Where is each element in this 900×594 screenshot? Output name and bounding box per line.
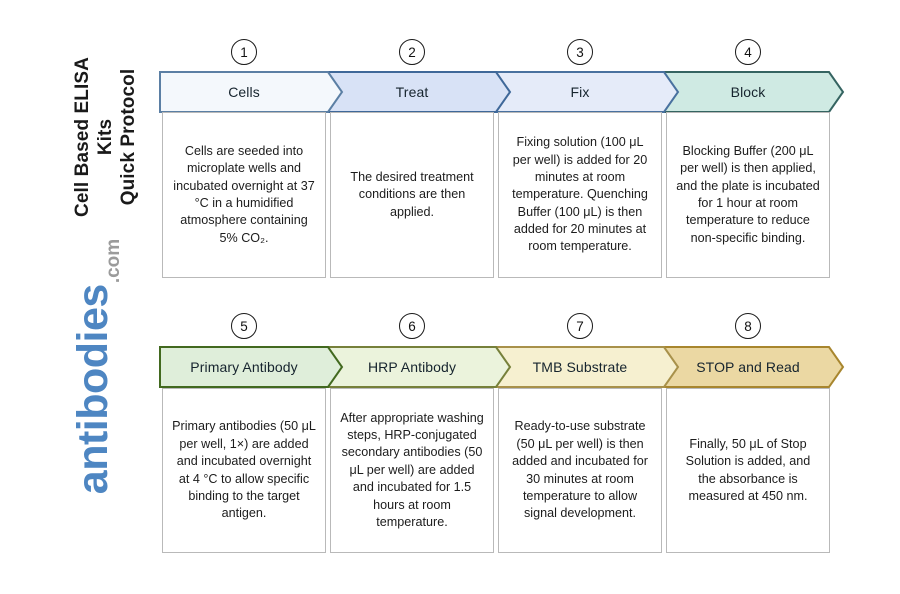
- step-number-badge: 8: [735, 313, 761, 339]
- step-description: Primary antibodies (50 μL per well, 1×) …: [162, 388, 326, 553]
- step-number-badge: 3: [567, 39, 593, 65]
- step-description: The desired treatment conditions are the…: [330, 112, 494, 278]
- step-label: STOP and Read: [696, 359, 800, 375]
- step-label: Cells: [228, 84, 260, 100]
- diagram-title: Cell Based ELISA Kits Quick Protocol: [71, 37, 139, 237]
- brand-logo-tld: .com: [103, 238, 124, 284]
- step-description: After appropriate washing steps, HRP-con…: [330, 388, 494, 553]
- step-description: Finally, 50 μL of Stop Solution is added…: [666, 388, 830, 553]
- brand-logo: antibodies.com: [69, 237, 125, 497]
- step-label: HRP Antibody: [367, 359, 457, 375]
- diagram-title-line1: Cell Based ELISA Kits: [72, 57, 116, 217]
- step-number-badge: 5: [231, 313, 257, 339]
- step-number-badge: 2: [399, 39, 425, 65]
- step-label: TMB Substrate: [532, 359, 628, 375]
- arrow-shape-cells: [159, 71, 344, 113]
- step-number-badge: 6: [399, 313, 425, 339]
- step-description: Ready-to-use substrate (50 μL per well) …: [498, 388, 662, 553]
- step-number-badge: 1: [231, 39, 257, 65]
- step-label: Primary Antibody: [190, 359, 298, 375]
- process-arrows-row1: [159, 71, 845, 113]
- process-arrows-row2: [159, 346, 845, 388]
- step-label: Block: [730, 84, 766, 100]
- step-label: Treat: [395, 84, 429, 100]
- step-number-badge: 4: [735, 39, 761, 65]
- brand-logo-word: antibodies: [69, 284, 117, 495]
- step-description: Fixing solution (100 μL per well) is add…: [498, 112, 662, 278]
- step-label: Fix: [570, 84, 590, 100]
- arrow-shape-primary-antibody: [159, 346, 344, 388]
- diagram-title-line2: Quick Protocol: [118, 68, 139, 206]
- step-description: Cells are seeded into microplate wells a…: [162, 112, 326, 278]
- step-number-badge: 7: [567, 313, 593, 339]
- step-description: Blocking Buffer (200 μL per well) is the…: [666, 112, 830, 278]
